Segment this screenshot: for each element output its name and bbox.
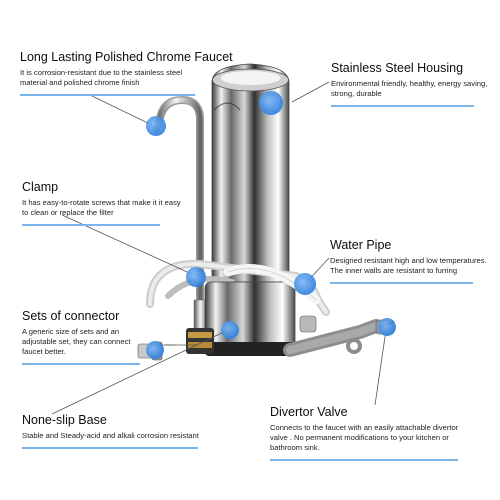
callout-title: Water Pipe [330,238,392,252]
callout-description: It is corrosion-resistant due to the sta… [20,68,183,87]
callout-title: Stainless Steel Housing [331,61,464,75]
accent-rule [22,224,160,226]
callout-description: Connects to the faucet with an easily at… [270,423,459,452]
callout-water-pipe: Water Pipe Designed resistant high and l… [330,238,490,284]
callout-faucet: Long Lasting Polished Chrome Faucet It i… [20,50,233,96]
callout-base: None-slip Base Stable and Steady-acid an… [22,413,202,449]
callout-connector: Sets of connector A generic size of sets… [22,309,152,365]
callout-title: Clamp [22,180,59,194]
callout-clamp: Clamp It has easy-to-rotate screws that … [22,180,182,226]
divertor-spanner [283,315,395,357]
accent-rule [22,363,140,365]
callout-divertor-valve: Divertor Valve Connects to the faucet wi… [270,405,470,461]
housing [211,63,290,283]
callout-title: None-slip Base [22,413,107,427]
callout-description: A generic size of sets and an adjustable… [22,327,131,356]
callout-description: Designed resistant high and low temperat… [330,256,487,275]
callout-housing: Stainless Steel Housing Environmental fr… [331,61,491,107]
callout-description: It has easy-to-rotate screws that make i… [22,198,181,217]
callout-description: Environmental friendly, healthy, energy … [331,79,488,98]
accent-rule [270,459,458,461]
callout-markers [146,91,396,359]
callout-description: Stable and Steady-acid and alkali corros… [22,431,199,440]
accent-rule [22,447,198,449]
callout-title: Divertor Valve [270,405,348,419]
callout-title: Long Lasting Polished Chrome Faucet [20,50,233,64]
accent-rule [330,282,473,284]
accent-rule [20,94,195,96]
accent-rule [331,105,474,107]
callout-title: Sets of connector [22,309,120,323]
